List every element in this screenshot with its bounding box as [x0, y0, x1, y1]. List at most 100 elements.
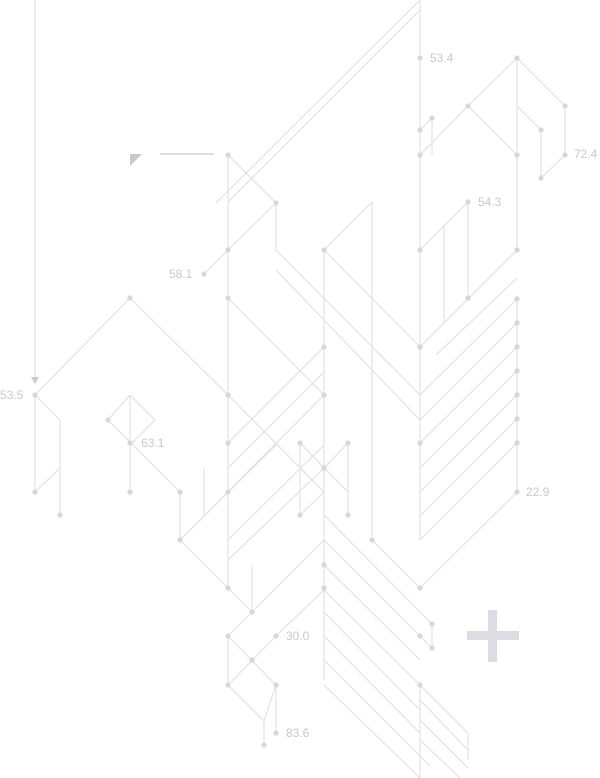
diagram-edge	[263, 684, 277, 722]
diagram-node	[201, 271, 207, 277]
diagram-edge	[275, 249, 421, 396]
diagram-node	[514, 320, 520, 326]
node-label-54-3: 54.3	[478, 195, 502, 209]
diagram-edge	[419, 442, 518, 541]
diagram-node	[417, 127, 423, 133]
diagram-node	[538, 127, 544, 133]
diagram-node	[127, 489, 133, 495]
node-label-53-4: 53.4	[430, 51, 454, 65]
diagram-node	[514, 368, 520, 374]
diagram-node	[273, 633, 279, 639]
diagram-edge	[323, 635, 421, 734]
diagram-node	[127, 295, 133, 301]
diagram-edge	[227, 444, 325, 541]
diagram-node	[261, 742, 267, 748]
diagram-node	[429, 621, 435, 627]
dash-mark	[160, 153, 214, 155]
diagram-node	[562, 152, 568, 158]
diagram-edge	[323, 442, 349, 469]
diagram-node	[321, 392, 327, 398]
diagram-edge	[227, 371, 325, 469]
node-label-63-1: 63.1	[141, 436, 165, 450]
diagram-edge	[323, 564, 421, 661]
diagram-node	[417, 633, 423, 639]
diagram-edge	[419, 370, 518, 469]
diagram-edge	[323, 514, 421, 613]
diagram-node	[514, 152, 520, 158]
diagram-edge	[323, 201, 373, 251]
diagram-edge	[299, 491, 325, 516]
diagram-edge	[275, 269, 421, 421]
diagram-node	[273, 682, 279, 688]
diagram-node	[514, 416, 520, 422]
diagram-node	[32, 489, 38, 495]
diagram-node	[321, 585, 327, 591]
diagram-node	[321, 344, 327, 350]
diagram-edge	[227, 154, 277, 204]
diagram-node	[177, 489, 183, 495]
diagram-edge	[323, 659, 431, 767]
diagram-node	[465, 199, 471, 205]
diagram-edge	[203, 249, 229, 275]
diagram-edge	[34, 394, 61, 421]
diagram-edge	[179, 539, 253, 613]
diagram-node	[297, 440, 303, 446]
diagram-node	[249, 657, 255, 663]
arrow-down-icon	[31, 377, 39, 384]
diagram-edge	[323, 589, 421, 686]
diagram-edge	[227, 297, 325, 396]
node-label-53-5: 53.5	[0, 388, 24, 402]
diagram-edge	[419, 699, 469, 751]
diagram-edge	[419, 117, 433, 131]
diagram-edge	[34, 297, 131, 396]
diagram-edge	[467, 57, 518, 107]
diagram-node	[273, 730, 279, 736]
plus-icon	[467, 610, 519, 662]
diagram-node	[417, 247, 423, 253]
diagram-node	[514, 489, 520, 495]
diagram-node	[225, 585, 231, 591]
diagram-edge	[323, 539, 421, 637]
diagram-edge	[419, 635, 433, 649]
diagram-node	[225, 392, 231, 398]
diagram-edge	[419, 611, 433, 625]
diagram-node	[417, 55, 423, 61]
diagram-edge	[227, 346, 325, 444]
diagram-edge	[419, 684, 469, 734]
diagram-node	[417, 152, 423, 158]
diagram-node	[417, 682, 423, 688]
diagram-node	[562, 103, 568, 109]
diagram-node	[417, 585, 423, 591]
diagram-edge	[419, 322, 518, 421]
diagram-edge	[419, 105, 469, 156]
diagram-node	[429, 645, 435, 651]
diagram-nodes	[31, 55, 568, 748]
node-label-58-1: 58.1	[169, 267, 193, 281]
triangle-flag-icon	[130, 154, 142, 166]
diagram-edge	[227, 9, 421, 203]
diagram-edge	[419, 719, 469, 769]
diagram-node	[273, 200, 279, 206]
node-label-22-9: 22.9	[526, 485, 550, 499]
diagram-edge	[34, 467, 61, 493]
diagram-edge	[467, 105, 518, 156]
node-label-30-0: 30.0	[286, 629, 310, 643]
diagram-node	[321, 247, 327, 253]
diagram-edge	[419, 298, 518, 396]
diagram-node	[369, 537, 375, 543]
diagram-node	[297, 512, 303, 518]
diagram-node	[514, 296, 520, 302]
diagram-node	[417, 440, 423, 446]
diagram-node	[514, 440, 520, 446]
diagram-edge	[323, 249, 421, 348]
node-label-83-6: 83.6	[286, 726, 310, 740]
diagram-node	[429, 115, 435, 121]
diagram-edge	[516, 57, 566, 107]
diagram-edge	[371, 539, 421, 589]
diagram-node	[465, 295, 471, 301]
diagram-node	[514, 55, 520, 61]
diagram-edge	[227, 202, 277, 251]
diagram-edge	[227, 394, 325, 493]
diagram-node	[514, 344, 520, 350]
